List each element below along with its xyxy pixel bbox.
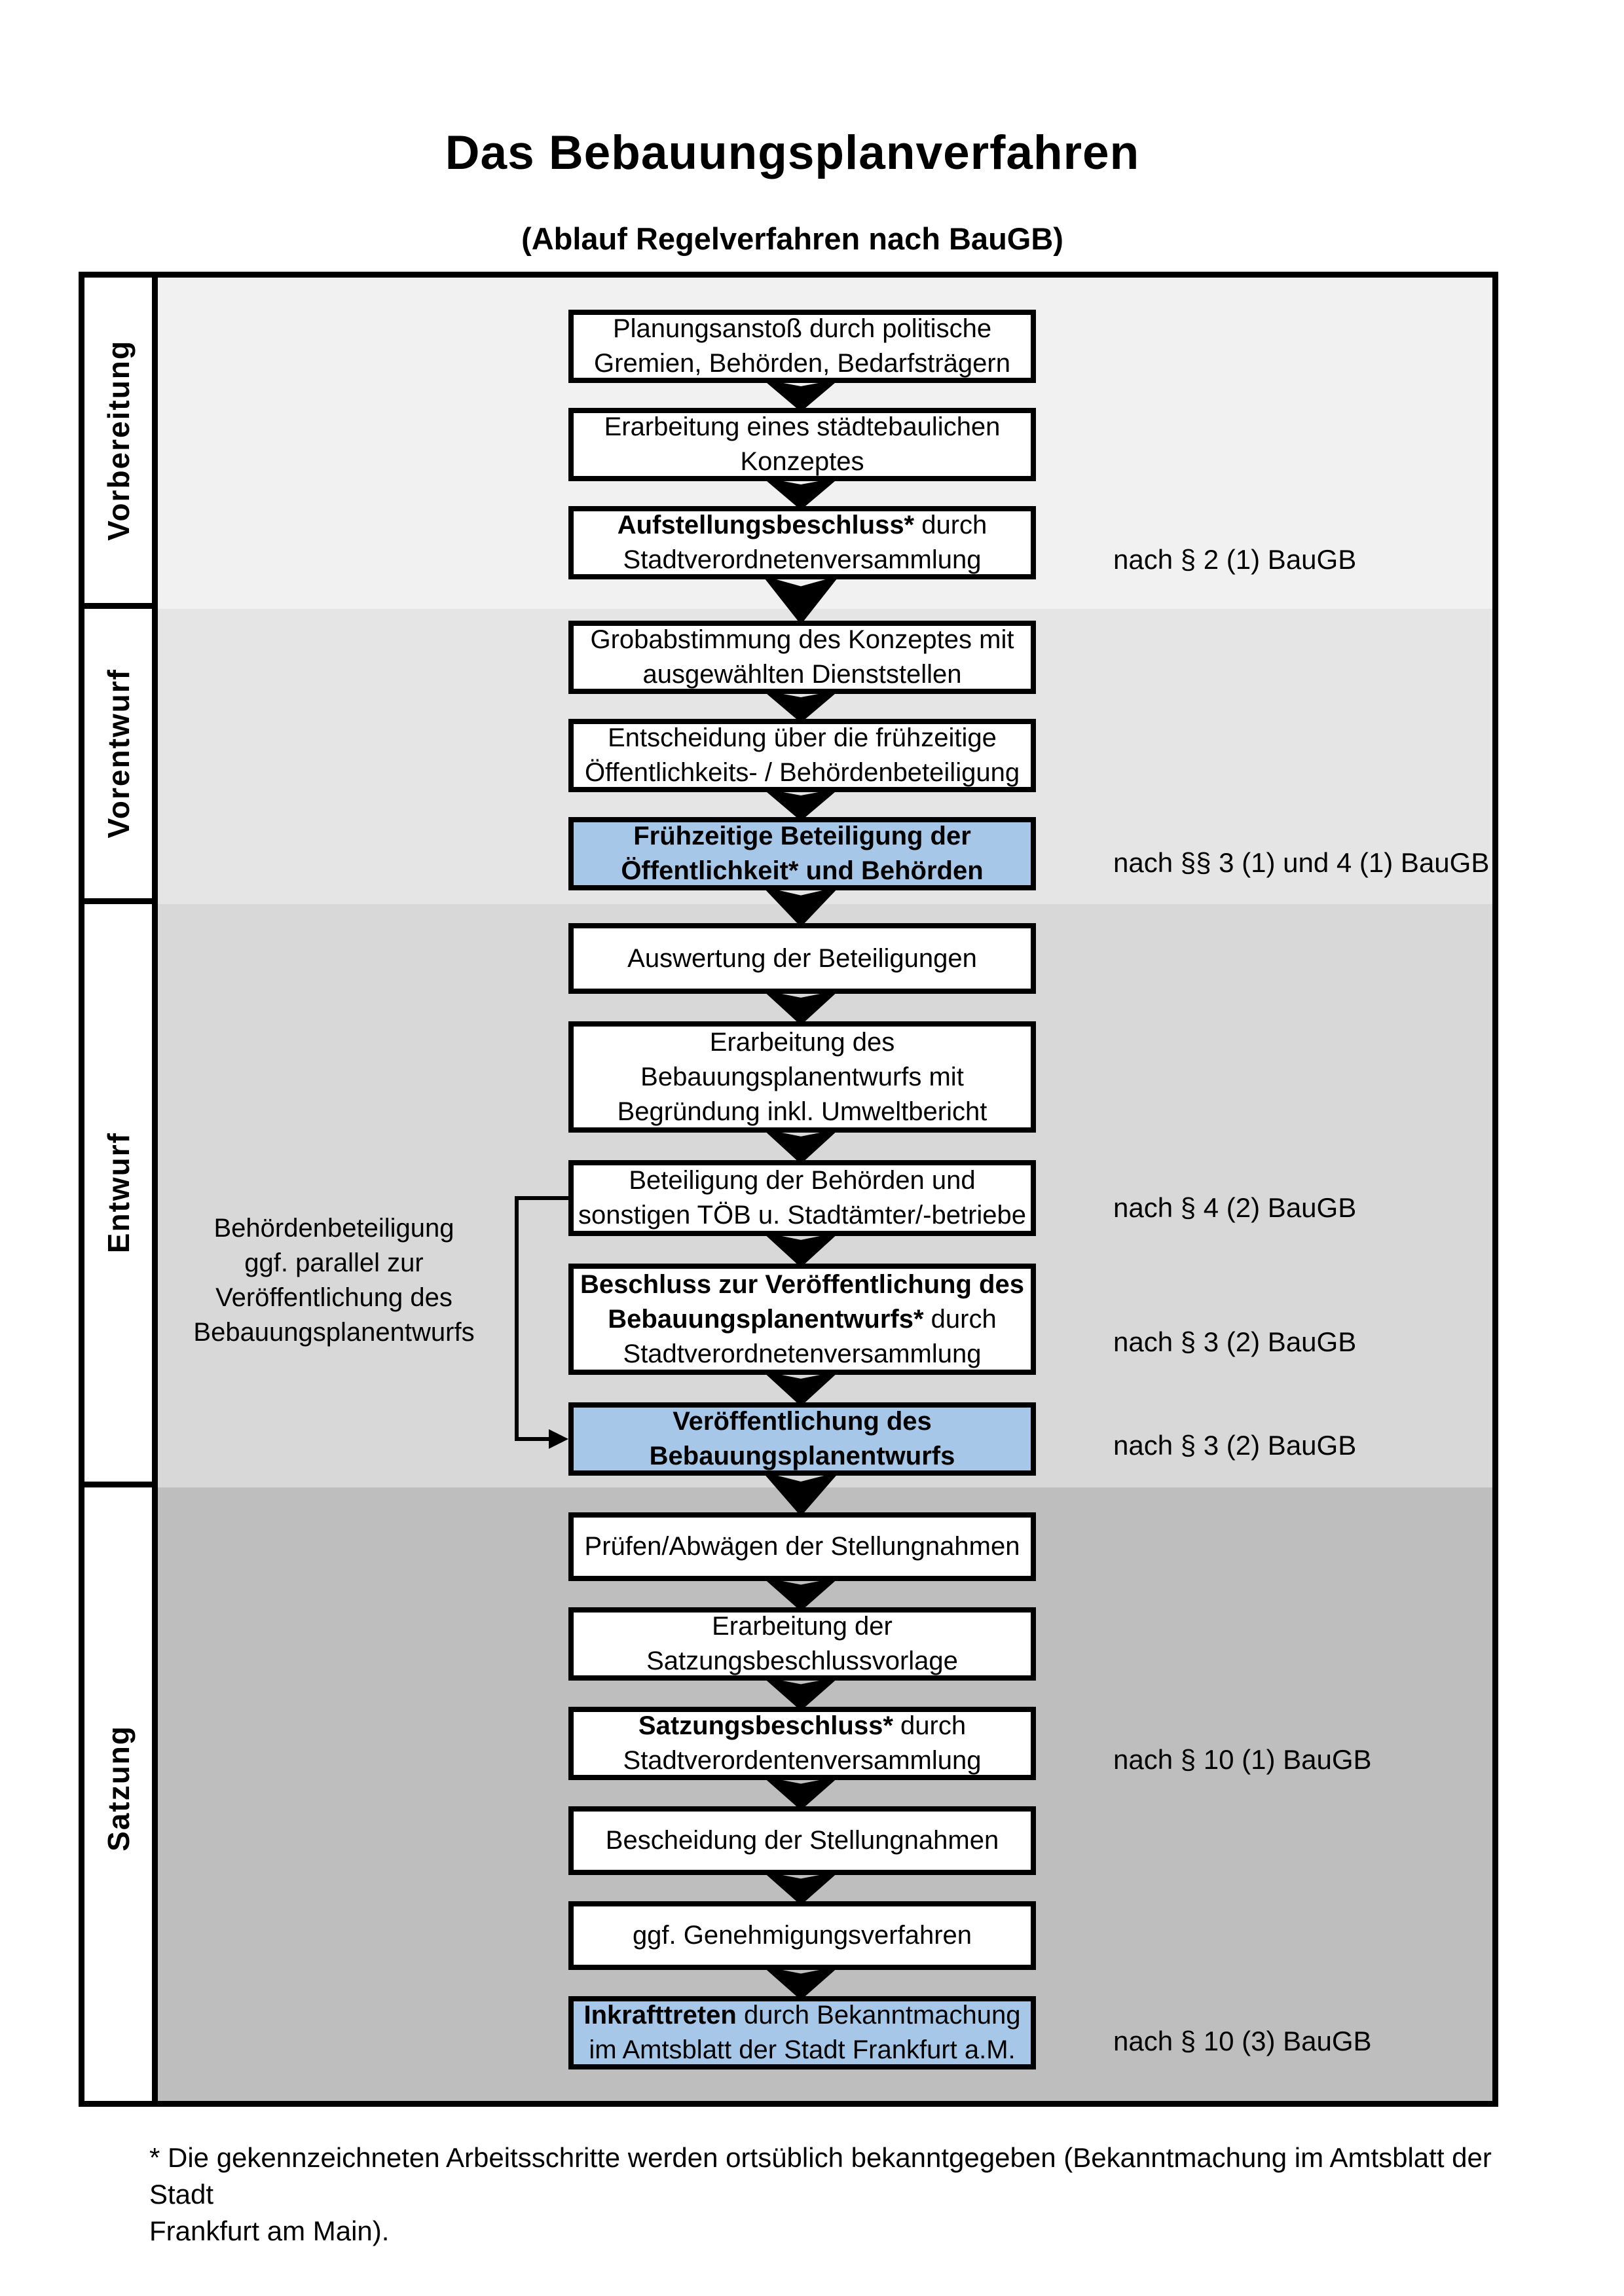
phase-cell-satzung: Satzung (84, 1487, 152, 2089)
flow-box-satzungsbeschluss: Satzungsbeschluss* durch Stadtverordente… (568, 1707, 1036, 1780)
phase-cell-vorentwurf: Vorentwurf (84, 609, 152, 904)
diagram-frame (79, 272, 1498, 2107)
legal-note-beschluss-veroeffentlichung: nach § 3 (2) BauGB (1113, 1326, 1357, 1357)
phase-cell-entwurf: Entwurf (84, 904, 152, 1487)
flow-box-staedtebauliches-konzept: Erarbeitung eines städtebaulichen Konzep… (568, 408, 1036, 481)
phase-cell-vorbereitung: Vorbereitung (84, 278, 152, 609)
legal-note-behoerdenbeteiligung: nach § 4 (2) BauGB (1113, 1192, 1357, 1223)
flow-box-erarbeitung-satzungsbeschlussvorlage: Erarbeitung der Satzungsbeschlussvorlage (568, 1607, 1036, 1681)
phase-label-entwurf: Entwurf (101, 1132, 136, 1254)
legal-note-aufstellungsbeschluss: nach § 2 (1) BauGB (1113, 544, 1357, 575)
flow-box-aufstellungsbeschluss: Aufstellungsbeschluss* durch Stadtverord… (568, 506, 1036, 579)
legal-note-fruehzeitige-beteiligung: nach §§ 3 (1) und 4 (1) BauGB (1113, 847, 1490, 878)
legal-note-veroeffentlichung: nach § 3 (2) BauGB (1113, 1430, 1357, 1461)
flow-box-beschluss-veroeffentlichung: Beschluss zur Veröffentlichung des Bebau… (568, 1264, 1036, 1375)
flow-box-planungsanstoss: Planungsanstoß durch politische Gremien,… (568, 310, 1036, 383)
flow-box-fruehzeitige-beteiligung-highlight: Frühzeitige Beteiligung der Öffentlichke… (568, 817, 1036, 890)
page-title: Das Bebauungsplanverfahren (445, 126, 1140, 179)
phase-label-vorbereitung: Vorbereitung (101, 340, 136, 541)
phase-label-vorentwurf: Vorentwurf (101, 668, 136, 839)
flow-box-bescheidung-stellungnahmen: Bescheidung der Stellungnahmen (568, 1806, 1036, 1875)
flow-box-auswertung-beteiligungen: Auswertung der Beteiligungen (568, 923, 1036, 994)
parallel-annotation: Behördenbeteiligung ggf. parallel zur Ve… (193, 1214, 475, 1347)
flow-box-erarbeitung-bebauungsplanentwurf: Erarbeitung des Bebauungsplanentwurfs mi… (568, 1021, 1036, 1133)
flow-box-veroeffentlichung-bebauungsplanentwurf-highlight: Veröffentlichung des Bebauungsplanentwur… (568, 1402, 1036, 1476)
flow-box-entscheidung-fruehzeitige-beteiligung: Entscheidung über die frühzeitige Öffent… (568, 719, 1036, 792)
legal-note-inkrafttreten: nach § 10 (3) BauGB (1113, 2026, 1372, 2056)
phase-label-satzung: Satzung (101, 1725, 136, 1851)
footnote: * Die gekennzeichneten Arbeitsschritte w… (149, 2142, 1492, 2246)
flow-box-pruefen-abwaegen-stellungnahmen: Prüfen/Abwägen der Stellungnahmen (568, 1512, 1036, 1581)
phase-label-column: Vorbereitung Vorentwurf Entwurf Satzung (84, 278, 158, 2101)
flow-box-grobabstimmung: Grobabstimmung des Konzeptes mit ausgewä… (568, 621, 1036, 694)
flow-box-inkrafttreten-highlight: Inkrafttreten durch Bekanntmachung im Am… (568, 1996, 1036, 2069)
flow-box-beteiligung-behoerden-toeb: Beteiligung der Behörden und sonstigen T… (568, 1160, 1036, 1236)
page-subtitle: (Ablauf Regelverfahren nach BauGB) (521, 221, 1063, 256)
flow-box-genehmigungsverfahren: ggf. Genehmigungsverfahren (568, 1901, 1036, 1970)
parallel-connector-line (515, 1196, 568, 1449)
legal-note-satzungsbeschluss: nach § 10 (1) BauGB (1113, 1744, 1372, 1775)
